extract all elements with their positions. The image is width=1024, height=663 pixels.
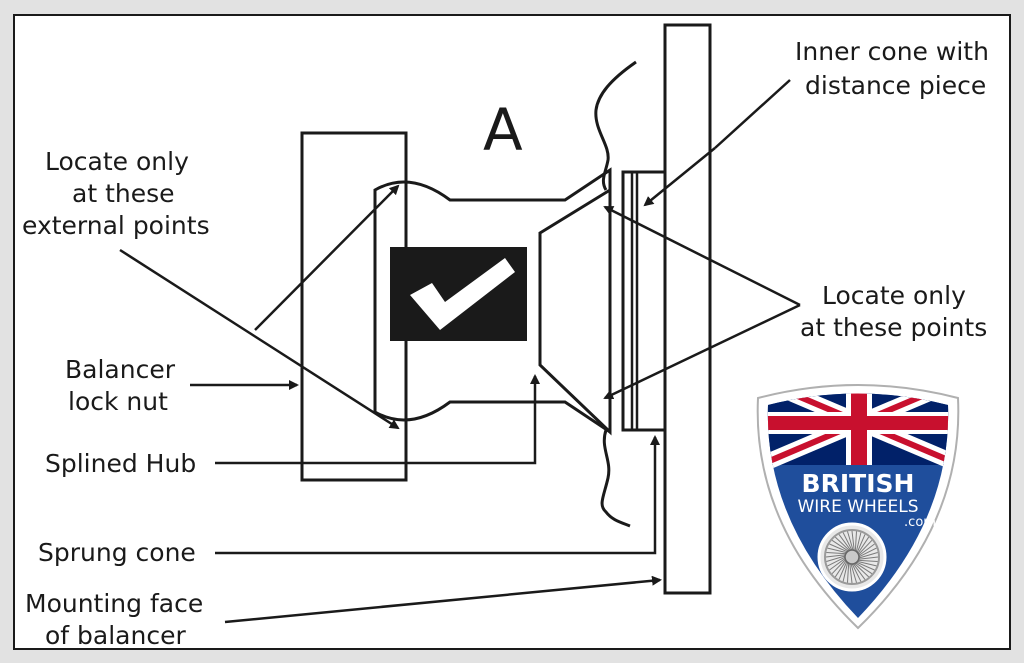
wheel-spoke [827,556,847,567]
checkmark-icon [410,258,515,330]
leader-mounting-face [224,575,662,624]
wheel-spoke [854,531,858,552]
wheel-spoke [831,558,847,575]
label-lock-nut-1: Balancer [65,355,176,384]
wheel-spoke [838,560,848,580]
leader-points-upper [603,205,801,307]
wheel-spoke [831,539,850,553]
british-wire-wheels-logo: BRITISH WIRE WHEELS .com [756,384,960,630]
wheel-spoke [849,562,853,584]
wheel-spoke [853,562,870,578]
wheel-spoke [857,547,877,558]
leader-points-lower [603,303,801,400]
label-locate-external-3: external points [22,211,210,240]
wheel-spoke [826,551,847,555]
sprung-cone [538,187,612,436]
wheel-spoke [852,562,866,580]
logo-wire-wheels: WIRE WHEELS [797,497,918,517]
label-locate-points-1: Locate only [822,281,966,310]
label-locate-external-2: at these [72,179,175,208]
logo-dotcom: .com [904,515,936,530]
label-locate-points-2: at these points [800,313,987,342]
figure-letter: A [483,96,523,164]
wheel-spoke [857,556,879,560]
wheel-spoke [857,552,878,559]
label-locate-external-1: Locate only [45,147,189,176]
wheel-spoke [850,562,857,583]
wheel-spoke [829,557,847,571]
wheel-spoke [856,560,877,567]
label-sprung-cone: Sprung cone [38,538,196,567]
break-line-bottom [600,429,631,528]
wheel-spoke [842,532,853,552]
wheel-spoke [825,554,847,558]
wheel-spoke [847,531,854,552]
wheel-spoke [856,536,870,555]
wheel-spoke [857,539,873,556]
leader-splined-hub [215,374,540,465]
wheel-spoke [856,534,866,554]
wire-wheel-icon [817,522,887,592]
wheel-spoke [851,562,862,582]
wheel-spoke [857,559,878,563]
mounting-face-plate [663,23,712,595]
label-inner-cone-1: Inner cone with [795,37,989,66]
wheel-spoke [829,543,849,553]
wheel-spoke [834,559,848,578]
wheel-spoke [826,555,847,562]
wheel-spoke [855,561,875,571]
wheel-spoke [846,562,850,583]
leader-external-lower [119,248,400,430]
wheel-spoke [834,536,851,552]
leader-sprung-cone [215,435,660,555]
wheel-spoke [851,530,855,552]
wheel-spoke [855,532,862,553]
logo-british: BRITISH [802,469,915,498]
inner-cone-distance-piece [621,170,667,432]
label-mounting-face-2: of balancer [45,621,186,650]
label-mounting-face-1: Mounting face [25,589,203,618]
label-lock-nut-2: lock nut [68,387,168,416]
label-inner-cone-2: distance piece [805,71,986,100]
wheel-spoke [838,534,852,552]
wheel-spoke [827,547,848,554]
wheel-spoke [854,561,873,575]
label-splined-hub: Splined Hub [45,449,196,478]
leader-inner-cone [714,79,791,149]
wheel-spoke [857,543,875,557]
leader-external-upper [254,184,400,331]
wheel-spoke [842,561,849,582]
